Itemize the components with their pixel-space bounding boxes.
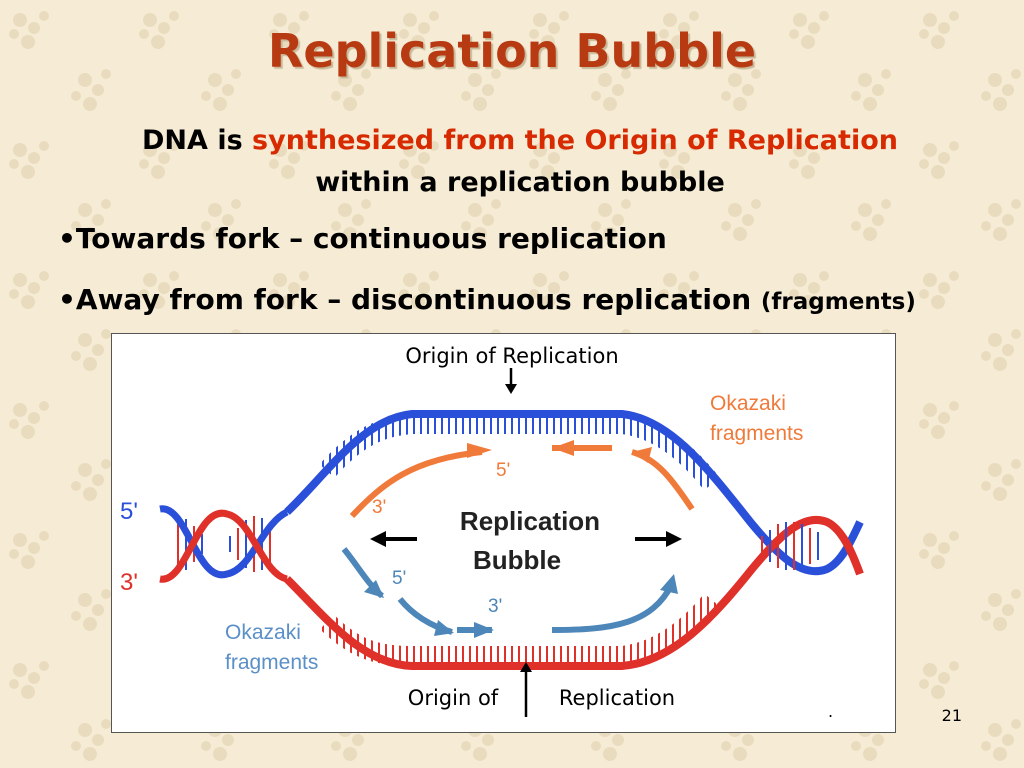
okazaki-top-2: fragments: [710, 422, 803, 445]
left-arrow-icon: [370, 531, 417, 547]
slide-subtitle: DNA is synthesized from the Origin of Re…: [60, 120, 980, 204]
figure-dot: .: [828, 702, 833, 721]
bullet2-main: •Away from fork – discontinuous replicat…: [58, 283, 761, 316]
slide-title: Replication Bubble: [267, 24, 757, 78]
bubble-label-1: Replication: [460, 506, 600, 536]
right-arrow-icon: [635, 531, 682, 547]
origin-arrow-top: [505, 368, 517, 394]
page-number: 21: [941, 706, 962, 725]
label-5-prime-top: 5': [496, 460, 510, 481]
subtitle-part2: within a replication bubble: [315, 167, 725, 198]
subtitle-part1: DNA is: [142, 125, 253, 156]
lower-new-strands: [341, 547, 678, 638]
bullet-discontinuous: •Away from fork – discontinuous replicat…: [58, 283, 916, 316]
replication-bubble-figure: Origin of Replication Origin of Replicat…: [111, 333, 896, 733]
left-helix: [159, 505, 289, 583]
replication-bubble-diagram: Origin of Replication Origin of Replicat…: [120, 344, 864, 721]
okazaki-top-1: Okazaki: [710, 392, 786, 415]
origin-label-bottom-a: Origin of: [408, 686, 499, 710]
upper-new-strands: [349, 440, 695, 519]
label-3-prime-left: 3': [120, 569, 138, 596]
label-5-prime-left: 5': [120, 498, 138, 525]
origin-label-top: Origin of Replication: [405, 344, 618, 368]
origin-arrow-bottom: [520, 662, 532, 717]
origin-label-bottom-b: Replication: [559, 686, 675, 710]
okazaki-bottom-2: fragments: [225, 651, 318, 674]
okazaki-bottom-1: Okazaki: [225, 621, 301, 644]
right-helix: [761, 522, 819, 570]
label-3-prime-top: 3': [372, 497, 386, 518]
label-5-prime-bottom: 5': [392, 568, 406, 589]
subtitle-highlight: synthesized from the Origin of Replicati…: [252, 125, 898, 156]
label-3-prime-bottom: 3': [488, 596, 502, 617]
bullet-continuous: •Towards fork – continuous replication: [58, 222, 667, 255]
bullet2-small: (fragments): [760, 289, 916, 315]
bubble-label-2: Bubble: [473, 545, 561, 575]
